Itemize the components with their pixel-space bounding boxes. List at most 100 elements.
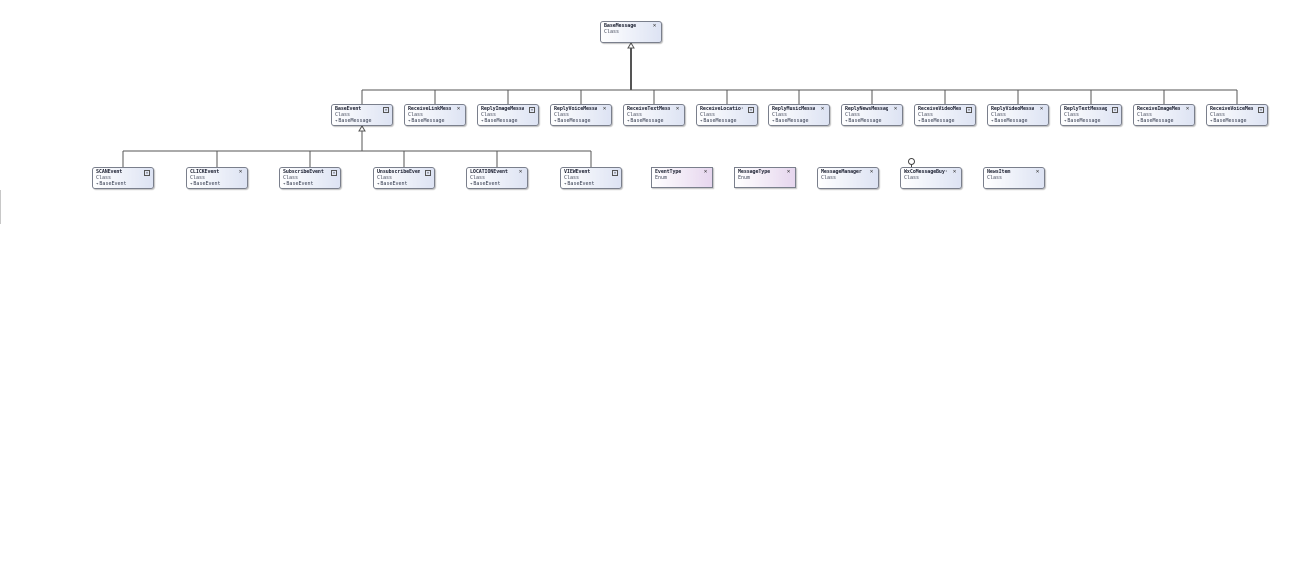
inherit-arrow-icon: ➜ [96, 181, 99, 186]
collapse-icon[interactable]: ✕ [675, 105, 680, 112]
expand-icon[interactable]: » [383, 107, 389, 113]
base-class-label: ➜BaseMessage [1137, 118, 1174, 124]
inherit-arrow-icon: ➜ [335, 118, 338, 123]
class-node-receivevoicemes[interactable]: ReceiveVoiceMes···Class➜BaseMessage» [1206, 104, 1268, 126]
inherit-arrow-icon: ➜ [627, 118, 630, 123]
inherit-arrow-icon: ➜ [1064, 118, 1067, 123]
class-kind: Class [470, 175, 486, 181]
class-node-receivevideomes[interactable]: ReceiveVideoMes···Class➜BaseMessage» [914, 104, 976, 126]
expand-icon[interactable]: » [144, 170, 150, 176]
expand-icon[interactable]: » [1112, 107, 1118, 113]
expand-icon[interactable]: » [612, 170, 618, 176]
class-name: MessageManager [821, 169, 862, 175]
class-node-receivetextmess[interactable]: ReceiveTextMess···Class➜BaseMessage ✕ [623, 104, 685, 126]
class-node-replymusicmessage[interactable]: ReplyMusicMessageClass➜BaseMessage✕ [768, 104, 830, 126]
class-kind: Class [408, 112, 424, 118]
class-node-receivelinkmess[interactable]: ReceiveLinkMess···Class➜BaseMessage✕ [404, 104, 466, 126]
base-class-label: ➜BaseMessage [627, 118, 664, 124]
base-class-label: ➜BaseMessage [481, 118, 518, 124]
class-node-replyvideomessage[interactable]: ReplyVideoMessageClass➜BaseMessage✕ [987, 104, 1049, 126]
inherit-arrow-icon: ➜ [1137, 118, 1140, 123]
inherit-arrow-icon: ➜ [991, 118, 994, 123]
collapse-icon[interactable]: ✕ [1035, 168, 1040, 175]
collapse-icon[interactable]: ✕ [1185, 105, 1190, 112]
class-name: ReceiveTextMess··· [627, 106, 670, 112]
inherit-arrow-icon: ➜ [408, 118, 411, 123]
class-kind: Class [991, 112, 1007, 118]
class-node-replyvoicemessage[interactable]: ReplyVoiceMessageClass➜BaseMessage✕ [550, 104, 612, 126]
class-kind: Class [554, 112, 570, 118]
inherit-arrow-icon: ➜ [283, 181, 286, 186]
class-kind: Class [190, 175, 206, 181]
class-name: EventType [655, 169, 682, 175]
class-kind: Class [481, 112, 497, 118]
class-kind: Class [377, 175, 393, 181]
base-class-label: ➜BaseMessage [918, 118, 955, 124]
collapse-icon[interactable]: ✕ [602, 105, 607, 112]
expand-icon[interactable]: » [331, 170, 337, 176]
class-node-receivelocatio[interactable]: ReceiveLocatio···Class➜BaseMessage» [696, 104, 758, 126]
class-kind: Class [1137, 112, 1153, 118]
class-kind: Class [283, 175, 299, 181]
class-kind: Class [604, 29, 620, 35]
base-class-label: ➜BaseMessage [335, 118, 372, 124]
class-name: ReplyImageMessage [481, 106, 524, 112]
collapse-icon[interactable]: ✕ [703, 168, 708, 175]
collapse-icon[interactable]: ✕ [456, 105, 461, 112]
inherit-arrow-icon: ➜ [190, 181, 193, 186]
base-class-label: ➜BaseMessage [408, 118, 445, 124]
class-name: UnsubscribeEvent [377, 169, 420, 175]
class-kind: Class [821, 175, 837, 181]
collapse-icon[interactable]: ✕ [238, 168, 243, 175]
base-class-label: ➜BaseMessage [772, 118, 809, 124]
inherit-arrow-icon: ➜ [1210, 118, 1213, 123]
class-name: ReplyVoiceMessage [554, 106, 597, 112]
expand-icon[interactable]: » [529, 107, 535, 113]
class-name: ReceiveImageMes··· [1137, 106, 1180, 112]
inherit-arrow-icon: ➜ [918, 118, 921, 123]
generalization-arrow [358, 125, 366, 132]
class-kind: Class [1210, 112, 1226, 118]
expand-icon[interactable]: » [1258, 107, 1264, 113]
class-kind: Enum [655, 175, 668, 181]
expand-icon[interactable]: » [425, 170, 431, 176]
collapse-icon[interactable]: ✕ [652, 22, 657, 29]
class-node-replyimagemessage[interactable]: ReplyImageMessageClass➜BaseMessage » [477, 104, 539, 126]
class-name: MessageType [738, 169, 771, 175]
base-class-label: ➜BaseEvent [283, 181, 314, 187]
expand-icon[interactable]: » [748, 107, 754, 113]
base-class-label: ➜BaseEvent [190, 181, 221, 187]
base-class-label: ➜BaseMessage [845, 118, 882, 124]
collapse-icon[interactable]: ✕ [1039, 105, 1044, 112]
collapse-icon[interactable]: ✕ [786, 168, 791, 175]
class-node-receiveimagemes[interactable]: ReceiveImageMes···Class➜BaseMessage ✕ [1133, 104, 1195, 126]
expand-icon[interactable]: » [966, 107, 972, 113]
collapse-icon[interactable]: ✕ [820, 105, 825, 112]
collapse-icon[interactable]: ✕ [869, 168, 874, 175]
class-kind: Class [1064, 112, 1080, 118]
collapse-icon[interactable]: ✕ [893, 105, 898, 112]
class-name: BaseMessage [604, 23, 637, 29]
class-kind: Class [335, 112, 351, 118]
collapse-icon[interactable]: ✕ [518, 168, 523, 175]
collapse-icon[interactable]: ✕ [952, 168, 957, 175]
class-node-wxcomessagebuy[interactable]: WxCoMessageBuy···Class✕ [900, 167, 962, 189]
base-class-label: ➜BaseMessage [1064, 118, 1101, 124]
class-kind: Class [627, 112, 643, 118]
class-name: CLICKEvent [190, 169, 220, 175]
